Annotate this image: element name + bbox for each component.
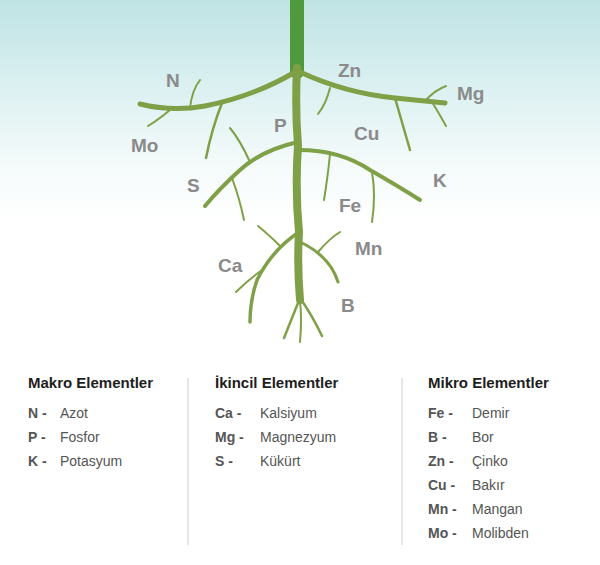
element-symbol: Mg	[457, 83, 484, 105]
root-branch	[318, 232, 340, 252]
element-symbol-key: Fe -	[428, 405, 453, 421]
root-branch	[425, 86, 446, 101]
column-heading: Mikro Elementler	[428, 374, 549, 391]
element-symbol: N	[166, 70, 180, 92]
element-name: Potasyum	[60, 453, 122, 469]
root-branch	[190, 80, 200, 108]
root-branch	[206, 103, 222, 158]
element-symbol-key: Mn -	[428, 501, 457, 517]
element-symbol: K	[433, 170, 447, 192]
divider-line	[188, 378, 189, 545]
element-symbol-key: B -	[428, 429, 447, 445]
element-name: Bor	[472, 429, 494, 445]
element-name: Bakır	[472, 477, 505, 493]
root-branch	[232, 178, 244, 220]
main-root	[296, 68, 300, 300]
element-symbol: S	[187, 175, 200, 197]
element-name: Kükürt	[260, 453, 300, 469]
element-symbol-key: Mg -	[215, 429, 244, 445]
element-symbol-key: Cu -	[428, 477, 455, 493]
root-branch	[300, 298, 322, 336]
root-branch	[230, 128, 250, 162]
root-branch	[300, 242, 338, 282]
root-branch	[284, 298, 300, 338]
column-dividers	[188, 378, 402, 545]
element-name: Magnezyum	[260, 429, 336, 445]
root-branch	[148, 110, 170, 126]
root-branch	[324, 154, 330, 200]
root-branch	[205, 142, 298, 206]
element-symbol: Mo	[131, 135, 158, 157]
root-branch	[250, 232, 299, 322]
element-name: Kalsiyum	[260, 405, 317, 421]
soil-ground	[0, 0, 600, 360]
element-name: Demir	[472, 405, 509, 421]
root-branch	[140, 72, 295, 109]
root-branch	[432, 102, 446, 126]
element-symbol: P	[274, 115, 287, 137]
element-name: Mangan	[472, 501, 523, 517]
element-symbol-key: P -	[28, 429, 46, 445]
element-name: Molibden	[472, 525, 529, 541]
root-branch	[258, 226, 280, 246]
root-branch	[395, 98, 410, 150]
root-branch	[372, 172, 374, 222]
element-symbol-key: Zn -	[428, 453, 454, 469]
element-symbol: Cu	[354, 123, 379, 145]
stem	[290, 0, 304, 72]
root-branch	[300, 300, 301, 342]
root-system	[140, 0, 446, 342]
element-name: Çinko	[472, 453, 508, 469]
element-symbol: Fe	[339, 195, 361, 217]
element-symbol: B	[341, 295, 355, 317]
element-symbol: Mn	[355, 238, 382, 260]
element-symbol-key: N -	[28, 405, 47, 421]
root-branch	[300, 72, 445, 103]
element-symbol-key: Mo -	[428, 525, 457, 541]
element-symbol-key: Ca -	[215, 405, 241, 421]
element-name: Fosfor	[60, 429, 100, 445]
element-symbol-key: S -	[215, 453, 233, 469]
element-symbol: Ca	[218, 255, 242, 277]
element-symbol: Zn	[338, 60, 361, 82]
divider-line	[402, 378, 403, 545]
element-name: Azot	[60, 405, 88, 421]
column-heading: Makro Elementler	[28, 374, 153, 391]
column-heading: İkincil Elementler	[215, 374, 338, 391]
root-branch	[299, 150, 420, 200]
root-branch	[318, 88, 330, 114]
element-symbol-key: K -	[28, 453, 47, 469]
